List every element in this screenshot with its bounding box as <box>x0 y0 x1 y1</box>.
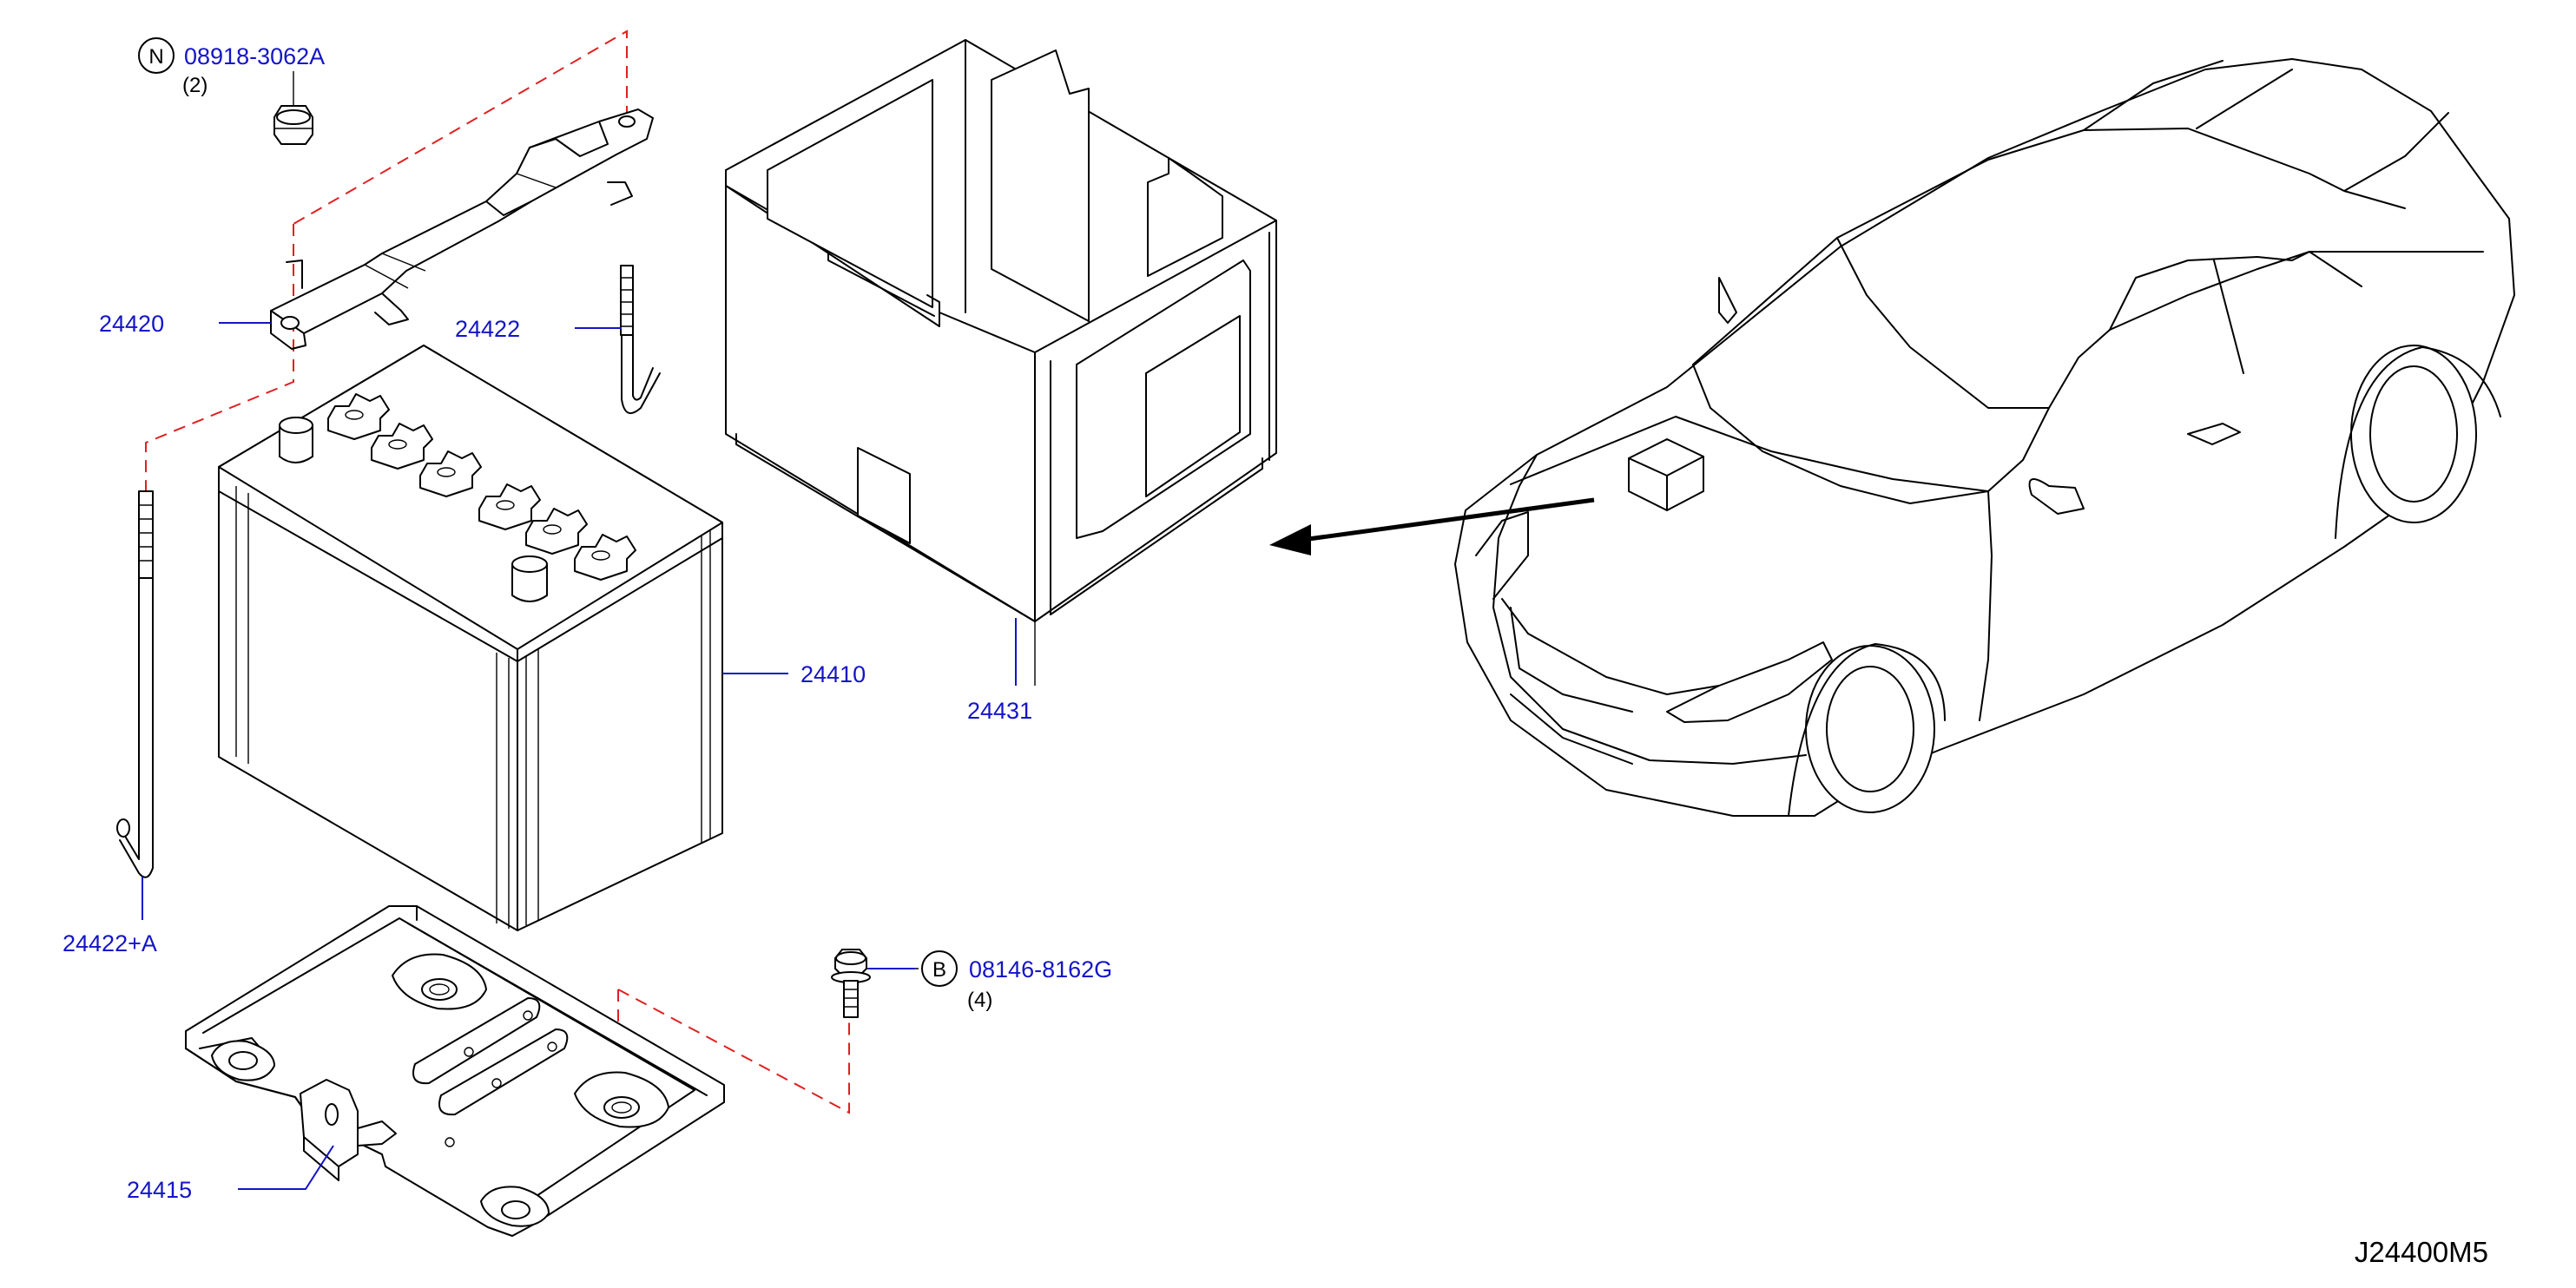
nut-quantity: (2) <box>182 74 208 97</box>
j-bolt-24422[interactable] <box>620 265 661 415</box>
part-label-24431[interactable]: 24431 <box>967 698 1032 724</box>
battery-tray-24415[interactable] <box>185 905 725 1237</box>
battery-cover-24431[interactable] <box>725 39 1277 686</box>
flange-bolt-icon[interactable] <box>831 949 919 1018</box>
battery-24410[interactable] <box>218 345 723 931</box>
nut-marker: N <box>138 37 175 74</box>
hold-down-bracket-24420[interactable] <box>270 108 654 350</box>
part-label-24422a[interactable]: 24422+A <box>63 930 157 956</box>
hex-nut-icon[interactable] <box>273 71 313 145</box>
location-arrow-icon <box>1269 497 1595 555</box>
bolt-quantity: (4) <box>967 989 992 1012</box>
car-illustration <box>1454 58 2515 817</box>
leader-lines <box>142 322 1017 1190</box>
bolt-marker-letter: B <box>932 958 946 982</box>
drawing-code: J24400M5 <box>2355 1236 2488 1268</box>
nut-part-number[interactable]: 08918-3062A <box>184 43 325 69</box>
bolt-part-number[interactable]: 08146-8162G <box>969 956 1112 982</box>
part-label-24420[interactable]: 24420 <box>99 311 164 337</box>
j-bolt-24422a[interactable] <box>116 490 154 878</box>
bolt-marker: B <box>921 950 958 987</box>
part-label-24415[interactable]: 24415 <box>127 1177 192 1203</box>
nut-marker-letter: N <box>148 45 163 69</box>
part-label-24410[interactable]: 24410 <box>800 661 866 687</box>
part-label-24422[interactable]: 24422 <box>455 316 520 342</box>
